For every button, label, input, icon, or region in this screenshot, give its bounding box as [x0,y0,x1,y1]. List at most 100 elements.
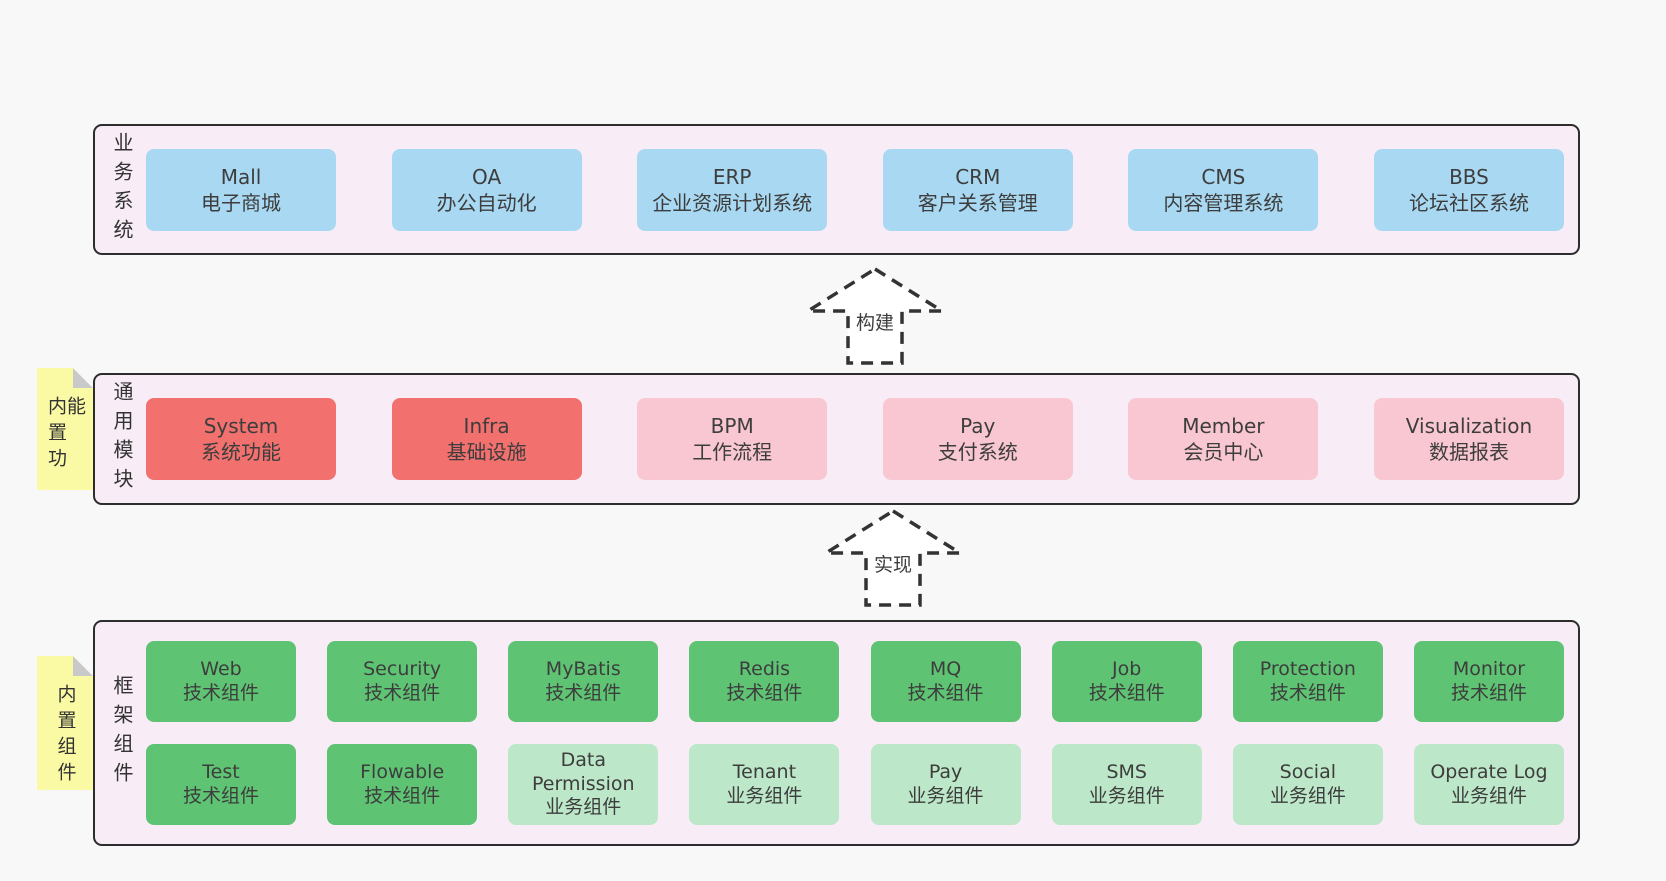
arrow-implement: 实现 [823,508,963,608]
box-sms: SMS 业务组件 [1051,744,1202,825]
box-subtitle: 技术组件 [907,681,984,704]
box-title: Visualization [1405,414,1533,438]
box-title: MyBatis [545,657,621,680]
box-subtitle: 业务组件 [1088,784,1165,807]
box-subtitle: 技术组件 [182,681,259,704]
box-web: Web 技术组件 [146,641,296,722]
box-title: Monitor [1452,657,1526,680]
box-oa: OA 办公自动化 [391,148,582,231]
box-visualization: Visualization 数据报表 [1373,398,1564,480]
box-pay-module: Pay 支付系统 [882,398,1073,480]
box-erp: ERP 企业资源计划系统 [637,148,828,231]
band-label-framework-components: 框架组件 [110,675,134,791]
box-subtitle: 数据报表 [1428,440,1509,464]
box-subtitle: 技术组件 [182,784,259,807]
band-common-modules: 通用模块 System 系统功能 Infra 基础设施 BPM 工作流程 Pay… [93,373,1580,505]
sticky-note-built-in-features: 内置功能 [37,368,93,490]
business-systems-row: Mall 电子商城 OA 办公自动化 ERP 企业资源计划系统 CRM 客户关系… [146,126,1578,253]
box-title: Pay [960,414,996,438]
box-subtitle: 业务组件 [1450,784,1527,807]
box-subtitle: 工作流程 [692,440,773,464]
box-title: Job [1112,657,1142,680]
framework-components-rows: Web 技术组件 Security 技术组件 MyBatis 技术组件 Redi… [146,622,1578,844]
box-crm: CRM 客户关系管理 [882,148,1073,231]
box-subtitle: 电子商城 [201,190,281,215]
box-social: Social 业务组件 [1232,744,1383,825]
box-subtitle: 企业资源计划系统 [652,190,813,215]
box-title: Infra [463,414,510,438]
box-subtitle: 技术组件 [545,681,622,704]
box-title: CRM [955,164,1001,189]
box-title: BPM [710,414,754,438]
box-flowable: Flowable 技术组件 [327,744,478,825]
box-bbs: BBS 论坛社区系统 [1373,148,1564,231]
box-subtitle: 技术组件 [364,681,441,704]
box-title: CMS [1201,164,1246,189]
box-security: Security 技术组件 [327,641,478,722]
box-tenant: Tenant 业务组件 [689,744,840,825]
band-business-systems: 业务系统 Mall 电子商城 OA 办公自动化 ERP 企业资源计划系统 CRM… [93,124,1580,255]
box-title: ERP [712,164,752,189]
box-data-permission: Data Permission 业务组件 [508,744,659,825]
band-framework-components: 框架组件 Web 技术组件 Security 技术组件 MyBatis 技术组件… [93,620,1580,846]
box-protection: Protection 技术组件 [1232,641,1383,722]
box-subtitle: 支付系统 [937,440,1018,464]
box-title: BBS [1449,164,1489,189]
sticky-note-text: 内置功能 [45,396,86,474]
box-title: OA [472,164,502,189]
box-title: Mall [220,164,262,189]
box-title: Security [363,657,442,680]
box-subtitle: 系统功能 [201,440,281,464]
arrow-build: 构建 [805,266,945,366]
box-title: Pay [928,760,963,783]
box-subtitle: 业务组件 [907,784,984,807]
box-title: System [203,414,279,438]
box-mq: MQ 技术组件 [870,641,1021,722]
box-operate-log: Operate Log 业务组件 [1413,744,1564,825]
box-title: Redis [738,657,791,680]
box-job: Job 技术组件 [1051,641,1202,722]
box-subtitle: 技术组件 [726,681,803,704]
band-label-business-systems: 业务系统 [110,131,134,248]
box-subtitle: 客户关系管理 [917,190,1038,215]
box-subtitle: 内容管理系统 [1163,190,1284,215]
band-label-common-modules: 通用模块 [110,381,134,497]
box-title: Member [1182,414,1265,438]
arrow-implement-label: 实现 [869,550,917,577]
box-system: System 系统功能 [146,398,336,480]
box-infra: Infra 基础设施 [391,398,582,480]
framework-row-1: Web 技术组件 Security 技术组件 MyBatis 技术组件 Redi… [146,641,1564,722]
box-title: Web [200,657,242,680]
box-subtitle: 业务组件 [545,796,622,819]
box-title: SMS [1106,760,1147,783]
box-title: Protection [1259,657,1356,680]
box-title: Flowable [360,760,445,783]
box-test: Test 技术组件 [146,744,296,825]
box-member: Member 会员中心 [1128,398,1319,480]
box-title: Data Permission [532,748,635,795]
box-subtitle: 技术组件 [1088,681,1165,704]
arrow-build-label: 构建 [851,308,899,335]
box-subtitle: 技术组件 [364,784,441,807]
box-mybatis: MyBatis 技术组件 [508,641,659,722]
box-subtitle: 会员中心 [1183,440,1264,464]
box-subtitle: 技术组件 [1269,681,1346,704]
box-title: Operate Log [1430,760,1548,783]
box-bpm: BPM 工作流程 [637,398,828,480]
box-title: Social [1279,760,1337,783]
framework-row-2: Test 技术组件 Flowable 技术组件 Data Permission … [146,744,1564,825]
box-mall: Mall 电子商城 [146,148,336,231]
box-monitor: Monitor 技术组件 [1413,641,1564,722]
box-subtitle: 基础设施 [446,440,527,464]
box-subtitle: 业务组件 [726,784,803,807]
box-title: Tenant [732,760,797,783]
box-subtitle: 论坛社区系统 [1408,190,1529,215]
box-title: MQ [929,657,962,680]
box-title: Test [202,760,240,783]
box-subtitle: 技术组件 [1450,681,1527,704]
sticky-note-built-in-components: 内置组件 [37,656,93,790]
box-cms: CMS 内容管理系统 [1128,148,1319,231]
box-redis: Redis 技术组件 [689,641,840,722]
box-pay-component: Pay 业务组件 [870,744,1021,825]
